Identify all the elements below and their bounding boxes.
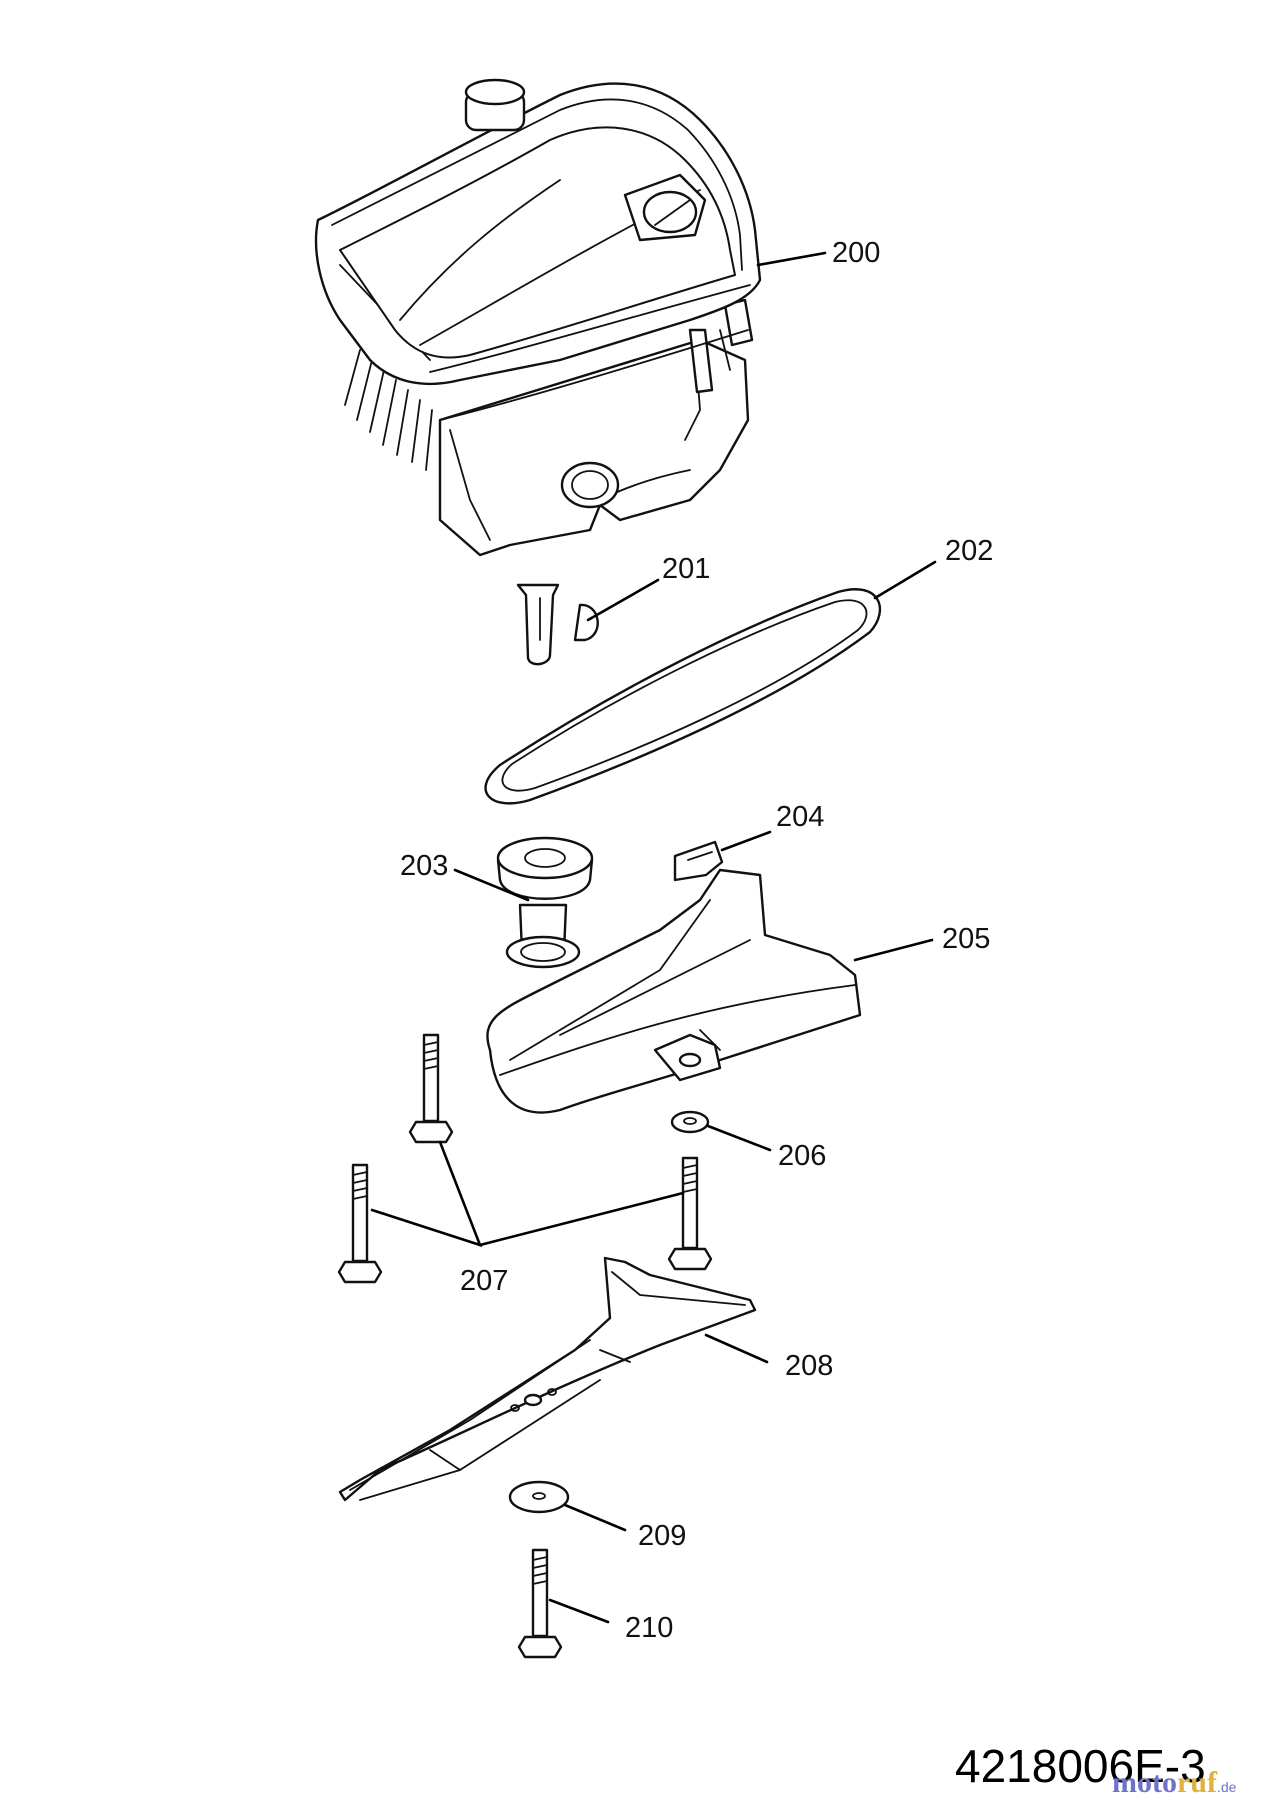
bolt-icon[interactable]: [517, 1548, 563, 1659]
washer-icon[interactable]: [508, 1480, 570, 1514]
callout-200: 200: [832, 237, 880, 269]
callout-204: 204: [776, 801, 824, 833]
leader-208: [704, 1333, 769, 1364]
watermark-logo: motoruf.de: [1112, 1766, 1237, 1799]
blade-icon[interactable]: [338, 1256, 757, 1502]
leader-210: [548, 1598, 610, 1624]
leader-203: [453, 868, 530, 902]
clip-icon[interactable]: [673, 840, 724, 882]
svg-text:motoruf.de: motoruf.de: [1112, 1766, 1237, 1799]
drawing-number: 4218006E-3: [955, 1740, 1206, 1792]
callout-207: 207: [460, 1265, 508, 1297]
callout-210: 210: [625, 1612, 673, 1644]
callout-206: 206: [778, 1140, 826, 1172]
pulley-icon[interactable]: [496, 836, 594, 969]
leader-201: [586, 578, 660, 622]
belt-guard-icon[interactable]: [486, 868, 862, 1114]
callout-208: 208: [785, 1350, 833, 1382]
leader-209: [563, 1503, 627, 1532]
watermark-part2: ruf: [1177, 1766, 1218, 1799]
watermark-suffix: .de: [1217, 1779, 1237, 1795]
engine-icon[interactable]: [314, 78, 762, 557]
key-icon[interactable]: [516, 583, 599, 666]
leader-202: [873, 560, 937, 600]
leader-205: [853, 938, 934, 962]
callout-202: 202: [945, 535, 993, 567]
leader-206: [706, 1124, 772, 1152]
callout-201: 201: [662, 553, 710, 585]
callout-205: 205: [942, 923, 990, 955]
leader-200: [756, 251, 827, 267]
callout-209: 209: [638, 1520, 686, 1552]
belt-icon[interactable]: [484, 588, 882, 805]
bolt-icon[interactable]: [337, 1033, 713, 1284]
leader-204: [720, 830, 772, 852]
washer-icon[interactable]: [670, 1110, 710, 1134]
leader-207: [370, 1140, 483, 1248]
leader-207b: [478, 1191, 685, 1247]
callout-203: 203: [400, 850, 448, 882]
watermark-part1: moto: [1112, 1766, 1177, 1799]
